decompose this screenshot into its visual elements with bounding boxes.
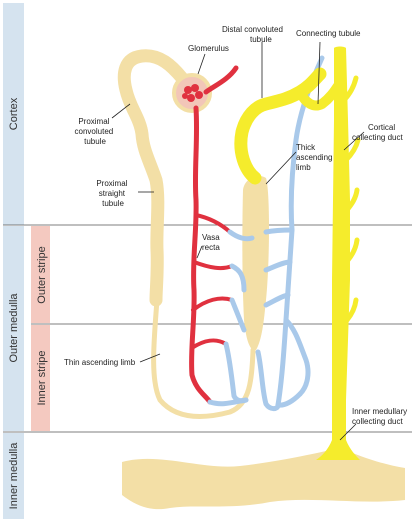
outer-medulla-label: Outer medulla: [8, 293, 20, 363]
proximal-straight-tubule-label: Proximal straight tubule: [96, 179, 129, 208]
thin-ascending-limb-label: Thin ascending limb: [64, 358, 136, 367]
connecting-tubule-label: Connecting tubule: [296, 29, 361, 38]
distal-convoluted-tubule-label: Distal convoluted tubule: [222, 25, 285, 44]
efferent-arteriole-vessel: [192, 108, 210, 402]
cortical-collecting-duct-label: Cortical collecting duct: [352, 123, 403, 142]
vasa-recta-label: Vasa recta: [202, 233, 222, 252]
outer-stripe-label: Outer stripe: [36, 246, 48, 303]
papilla-base: [122, 448, 405, 509]
thick-ascending-limb-label: Thick ascending limb: [296, 143, 335, 172]
proximal-convoluted-tubule-label: Proximal convoluted tubule: [75, 117, 116, 146]
thin-ascending-leader: [140, 354, 160, 362]
cortex-label: Cortex: [8, 97, 20, 130]
afferent-arteriole: [206, 68, 236, 92]
inner-medullary-collecting-duct-label: Inner medullary collecting duct: [352, 407, 409, 426]
inner-medulla-label: Inner medulla: [8, 442, 20, 510]
glomerulus-label: Glomerulus: [188, 44, 229, 53]
glomerulus-leader: [198, 54, 205, 74]
inner-stripe-label: Inner stripe: [36, 350, 48, 405]
